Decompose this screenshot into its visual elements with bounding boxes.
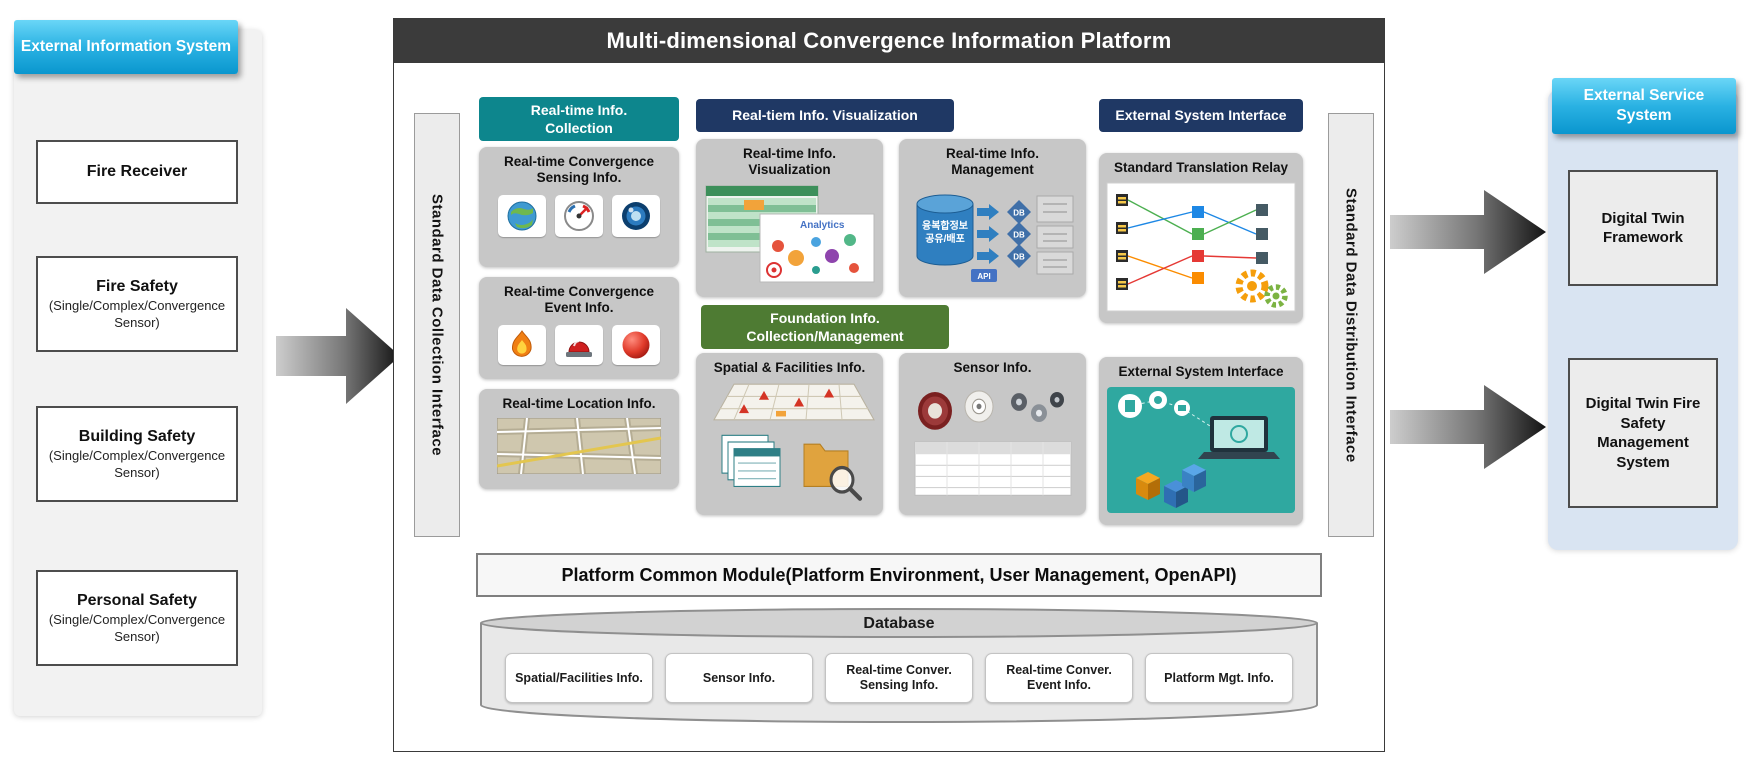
- digital-twin-framework-box: Digital Twin Framework: [1568, 170, 1718, 286]
- digital-twin-fire-safety-title: Digital Twin Fire Safety Management Syst…: [1585, 395, 1701, 471]
- card-realtime-sensing: Real-time Convergence Sensing Info.: [479, 147, 679, 267]
- standard-data-collection-interface-bar: Standard Data Collection Interface: [414, 113, 460, 537]
- foundation-section-header: Foundation Info. Collection/Management: [701, 305, 949, 349]
- realtime-collection-header: Real-time Info. Collection: [479, 97, 679, 141]
- api-tag: API: [977, 272, 990, 281]
- foundation-header-line2: Collection/Management: [746, 328, 904, 344]
- platform-title-bar: Multi-dimensional Convergence Informatio…: [394, 19, 1384, 63]
- standard-data-collection-interface-label: Standard Data Collection Interface: [428, 193, 446, 457]
- card-sensor-info: Sensor Info.: [899, 353, 1086, 515]
- card-info-management-title: Real-time Info. Management: [945, 146, 1039, 177]
- external-service-system-header: External Service System: [1552, 78, 1736, 134]
- db-tag-1: DB: [1013, 208, 1025, 217]
- db-item-platform-mgt: Platform Mgt. Info.: [1145, 653, 1293, 703]
- visualization-section-header: Real-tiem Info. Visualization: [696, 99, 954, 132]
- standard-data-distribution-interface-bar: Standard Data Distribution Interface: [1328, 113, 1374, 537]
- external-information-system-header: External Information System: [14, 20, 238, 74]
- card-info-management: Real-time Info. Management 융복합정보 공유/배포 D…: [899, 139, 1086, 297]
- output-flow-arrow-top-icon: [1390, 190, 1546, 274]
- db-item-realtime-event: Real-time Conver. Event Info.: [985, 653, 1133, 703]
- translation-relay-network-image: [1106, 182, 1296, 312]
- foundation-header-line1: Foundation Info.: [770, 309, 880, 326]
- db-tag-3: DB: [1013, 252, 1025, 261]
- fire-safety-box: Fire Safety (Single/Complex/Convergence …: [36, 256, 238, 352]
- card-info-visualization-title: Real-time Info. Visualization: [742, 146, 836, 177]
- cylinder-label-line1: 융복합정보: [922, 219, 968, 232]
- card-realtime-event: Real-time Convergence Event Info.: [479, 277, 679, 379]
- db-tag-2: DB: [1013, 230, 1025, 239]
- external-interface-image: [1107, 386, 1295, 513]
- platform-common-module-label: Platform Common Module(Platform Environm…: [561, 564, 1237, 585]
- spatial-map-image: [712, 383, 875, 501]
- external-system-interface-header-label: External System Interface: [1115, 107, 1287, 124]
- event-icon-row: [479, 324, 679, 365]
- output-flow-arrow-bottom-icon: [1390, 385, 1546, 469]
- realtime-collection-header-line2: Collection: [545, 120, 613, 136]
- personal-safety-subtitle: (Single/Complex/Convergence Sensor): [48, 612, 226, 644]
- platform-title: Multi-dimensional Convergence Informatio…: [606, 28, 1172, 53]
- building-safety-box: Building Safety (Single/Complex/Converge…: [36, 406, 238, 502]
- card-spatial-facilities: Spatial & Facilities Info.: [696, 353, 883, 515]
- card-standard-translation-relay-title: Standard Translation Relay: [1113, 160, 1289, 175]
- gear-icon: [1235, 269, 1269, 303]
- personal-safety-title: Personal Safety: [76, 592, 198, 610]
- digital-twin-fire-safety-box: Digital Twin Fire Safety Management Syst…: [1568, 358, 1718, 508]
- database-title: Database: [863, 615, 935, 632]
- fire-receiver-box: Fire Receiver: [36, 140, 238, 204]
- cubes-icon: [1136, 463, 1206, 508]
- db-item-spatial-facilities: Spatial/Facilities Info.: [505, 653, 653, 703]
- realtime-collection-header-line1: Real-time Info.: [530, 101, 628, 118]
- card-realtime-location-title: Real-time Location Info.: [502, 396, 656, 411]
- dashboard-analytics-image: Analytics: [705, 185, 874, 283]
- visualization-section-header-label: Real-tiem Info. Visualization: [732, 107, 918, 124]
- gear-small-icon: [1264, 284, 1288, 308]
- card-info-visualization: Real-time Info. Visualization Analytics: [696, 139, 883, 297]
- external-information-system-header-label: External Information System: [20, 37, 232, 55]
- siren-icon: [555, 324, 603, 365]
- card-realtime-location: Real-time Location Info.: [479, 389, 679, 489]
- database-cylinder: Database Spatial/Facilities Info. Sensor…: [479, 607, 1319, 727]
- globe-icon: [498, 194, 546, 237]
- analytics-label: Analytics: [800, 220, 845, 231]
- digital-twin-framework-title: Digital Twin Framework: [1601, 209, 1685, 247]
- external-service-system-header-label: External Service System: [1583, 86, 1705, 124]
- card-realtime-event-title: Real-time Convergence Event Info.: [503, 284, 655, 315]
- fire-receiver-title: Fire Receiver: [86, 163, 188, 181]
- card-realtime-sensing-title: Real-time Convergence Sensing Info.: [503, 154, 655, 185]
- db-item-sensor-info: Sensor Info.: [665, 653, 813, 703]
- platform-common-module-bar: Platform Common Module(Platform Environm…: [476, 553, 1322, 597]
- card-external-system-interface-title: External System Interface: [1118, 364, 1284, 379]
- lens-icon: [612, 194, 660, 237]
- platform-container: Multi-dimensional Convergence Informatio…: [393, 18, 1385, 752]
- alert-sphere-icon: [612, 324, 660, 365]
- external-system-interface-header: External System Interface: [1099, 99, 1303, 132]
- gauge-icon: [555, 194, 603, 237]
- personal-safety-box: Personal Safety (Single/Complex/Converge…: [36, 570, 238, 666]
- standard-data-distribution-interface-label: Standard Data Distribution Interface: [1342, 187, 1360, 463]
- card-external-system-interface: External System Interface: [1099, 357, 1303, 525]
- map-image: [497, 417, 661, 474]
- fire-safety-subtitle: (Single/Complex/Convergence Sensor): [48, 298, 226, 330]
- card-standard-translation-relay: Standard Translation Relay: [1099, 153, 1303, 323]
- sensor-devices-image: [914, 390, 1071, 496]
- building-safety-title: Building Safety: [78, 428, 196, 446]
- sensing-icon-row: [479, 194, 679, 237]
- db-item-realtime-sensing: Real-time Conver. Sensing Info.: [825, 653, 973, 703]
- cylinder-label-line2: 공유/배포: [925, 232, 965, 245]
- database-sharing-image: 융복합정보 공유/배포 DB DB DB: [916, 194, 1073, 282]
- card-spatial-facilities-title: Spatial & Facilities Info.: [713, 360, 866, 375]
- card-sensor-info-title: Sensor Info.: [953, 360, 1032, 375]
- fire-safety-title: Fire Safety: [96, 278, 178, 296]
- flame-icon: [498, 324, 546, 365]
- building-safety-subtitle: (Single/Complex/Convergence Sensor): [48, 448, 226, 480]
- input-flow-arrow-icon: [276, 308, 400, 404]
